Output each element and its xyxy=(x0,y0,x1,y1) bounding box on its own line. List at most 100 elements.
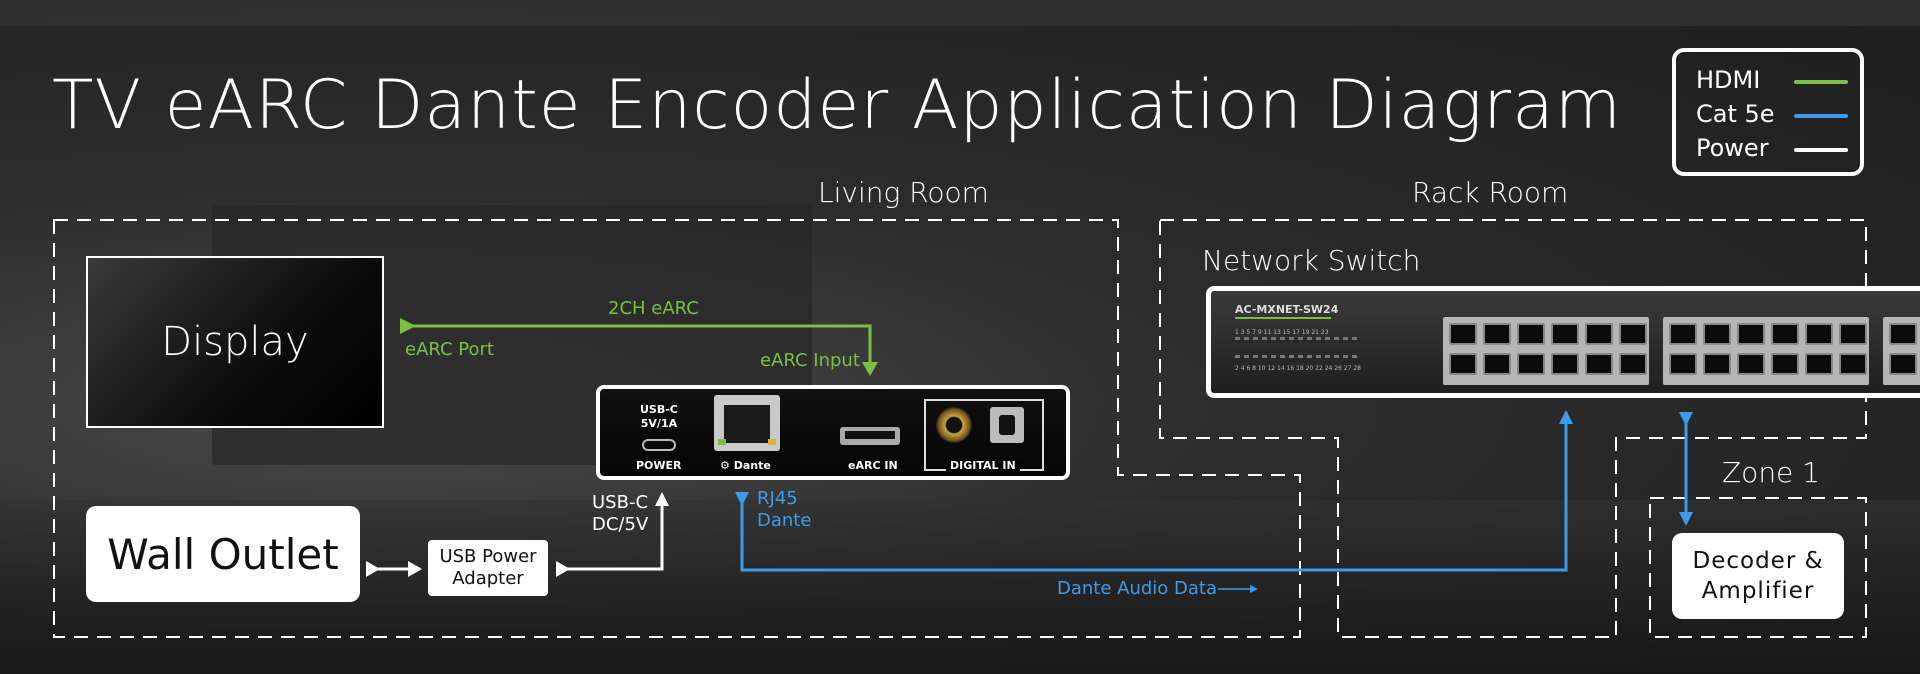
rj45-port-icon xyxy=(714,395,780,451)
page-title: TV eARC Dante Encoder Application Diagra… xyxy=(52,66,1623,145)
hdmi-arrow-display xyxy=(400,318,416,334)
switch-led xyxy=(1334,355,1339,358)
hdmi-earc-line xyxy=(412,324,872,362)
switch-led xyxy=(1307,355,1312,358)
rack-room-label: Rack Room xyxy=(1412,176,1569,209)
wall-outlet-device: Wall Outlet xyxy=(86,506,360,602)
usbc-dc-label: USB-C DC/5V xyxy=(592,492,648,536)
switch-port xyxy=(1805,353,1833,375)
rj45-dante-label: RJ45 Dante xyxy=(757,488,811,532)
power-line-adapter-encoder xyxy=(556,502,664,571)
switch-port xyxy=(1483,353,1511,375)
encoder-power-label: POWER xyxy=(636,459,682,472)
switch-led xyxy=(1244,355,1249,358)
switch-port xyxy=(1669,323,1697,345)
hdmi-port-icon xyxy=(840,427,900,445)
decoder-label-line1: Decoder & xyxy=(1692,548,1824,574)
display-label: Display xyxy=(161,319,309,365)
switch-port xyxy=(1703,353,1731,375)
cat5e-arrow-encoder xyxy=(735,492,749,506)
switch-port xyxy=(1585,323,1613,345)
optical-port-icon xyxy=(990,407,1024,443)
switch-led xyxy=(1235,337,1240,340)
switch-led xyxy=(1280,337,1285,340)
background-top-band xyxy=(0,0,1920,26)
switch-port xyxy=(1703,323,1731,345)
switch-led-top-numbers: 1 3 5 7 9 11 13 15 17 19 21 23 xyxy=(1235,329,1329,336)
switch-model-label: AC-MXNET-SW24 xyxy=(1235,303,1339,316)
encoder-usbc-line1: USB-C xyxy=(640,403,678,416)
legend-label-cat5e: Cat 5e xyxy=(1696,100,1775,128)
power-arrow-adapter-out xyxy=(556,561,570,577)
switch-led xyxy=(1244,337,1249,340)
switch-led xyxy=(1307,337,1312,340)
power-arrow-encoder xyxy=(655,492,669,506)
living-room-boundary xyxy=(53,219,1301,638)
network-switch-device: AC-MXNET-SW24 1 3 5 7 9 11 13 15 17 19 2… xyxy=(1206,286,1920,398)
switch-port xyxy=(1889,353,1917,375)
usb-power-adapter-device: USB Power Adapter xyxy=(428,540,548,596)
switch-port xyxy=(1619,353,1647,375)
switch-led xyxy=(1280,355,1285,358)
switch-led xyxy=(1235,355,1240,358)
earc-port-label: eARC Port xyxy=(405,339,494,360)
switch-led xyxy=(1352,337,1357,340)
switch-port xyxy=(1585,353,1613,375)
switch-led xyxy=(1316,337,1321,340)
encoder-earc-in-label: eARC IN xyxy=(848,459,898,472)
switch-led xyxy=(1298,337,1303,340)
switch-led xyxy=(1253,355,1258,358)
switch-port xyxy=(1805,323,1833,345)
encoder-dante-label: ⚙ Dante xyxy=(720,459,771,472)
switch-port xyxy=(1737,353,1765,375)
hdmi-arrow-encoder xyxy=(862,362,878,376)
switch-led xyxy=(1262,355,1267,358)
switch-led-bottom-numbers: 2 4 6 8 10 12 14 16 18 20 22 24 26 27 28 xyxy=(1235,365,1361,372)
switch-port xyxy=(1517,353,1545,375)
coax-jack-icon xyxy=(936,407,972,443)
switch-port xyxy=(1737,323,1765,345)
legend-swatch-cat5e xyxy=(1794,114,1848,118)
switch-led xyxy=(1325,337,1330,340)
switch-led xyxy=(1316,355,1321,358)
switch-led xyxy=(1289,337,1294,340)
legend-swatch-hdmi xyxy=(1794,80,1848,84)
power-arrow-adapter xyxy=(408,561,422,577)
switch-port xyxy=(1889,323,1917,345)
switch-port xyxy=(1517,323,1545,345)
switch-port xyxy=(1551,353,1579,375)
switch-led xyxy=(1289,355,1294,358)
switch-led xyxy=(1352,355,1357,358)
encoder-usbc-text: USB-C 5V/1A xyxy=(640,403,678,431)
usbc-dc-label-line2: DC/5V xyxy=(592,514,649,535)
decoder-label-line2: Amplifier xyxy=(1701,578,1815,604)
switch-led xyxy=(1262,337,1267,340)
switch-led xyxy=(1325,355,1330,358)
legend-swatch-power xyxy=(1794,148,1848,152)
switch-led xyxy=(1343,337,1348,340)
switch-port-group-1 xyxy=(1443,317,1649,385)
switch-led xyxy=(1271,355,1276,358)
cat5e-dante-line xyxy=(740,412,1568,572)
switch-port xyxy=(1771,323,1799,345)
switch-port-group-2 xyxy=(1663,317,1869,385)
encoder-digital-in-label: DIGITAL IN xyxy=(946,459,1020,472)
cat5e-arrow-decoder xyxy=(1679,512,1693,526)
legend-label-power: Power xyxy=(1696,134,1769,162)
rack-room-boundary xyxy=(1159,219,1867,638)
switch-led xyxy=(1343,355,1348,358)
encoder-usbc-line2: 5V/1A xyxy=(640,417,678,430)
two-ch-earc-label: 2CH eARC xyxy=(608,298,699,319)
encoder-dante-text: Dante xyxy=(733,459,771,472)
switch-port xyxy=(1483,323,1511,345)
zone1-boundary xyxy=(1649,497,1867,638)
switch-led xyxy=(1298,355,1303,358)
switch-model-underline xyxy=(1235,317,1331,319)
dante-audio-data-label: Dante Audio Data xyxy=(1057,578,1218,599)
dante-encoder-device: USB-C 5V/1A POWER ⚙ Dante eARC IN DIGITA… xyxy=(596,385,1070,480)
dante-audio-arrowhead xyxy=(1250,585,1258,593)
switch-port xyxy=(1839,353,1867,375)
earc-input-label: eARC Input xyxy=(760,350,860,371)
